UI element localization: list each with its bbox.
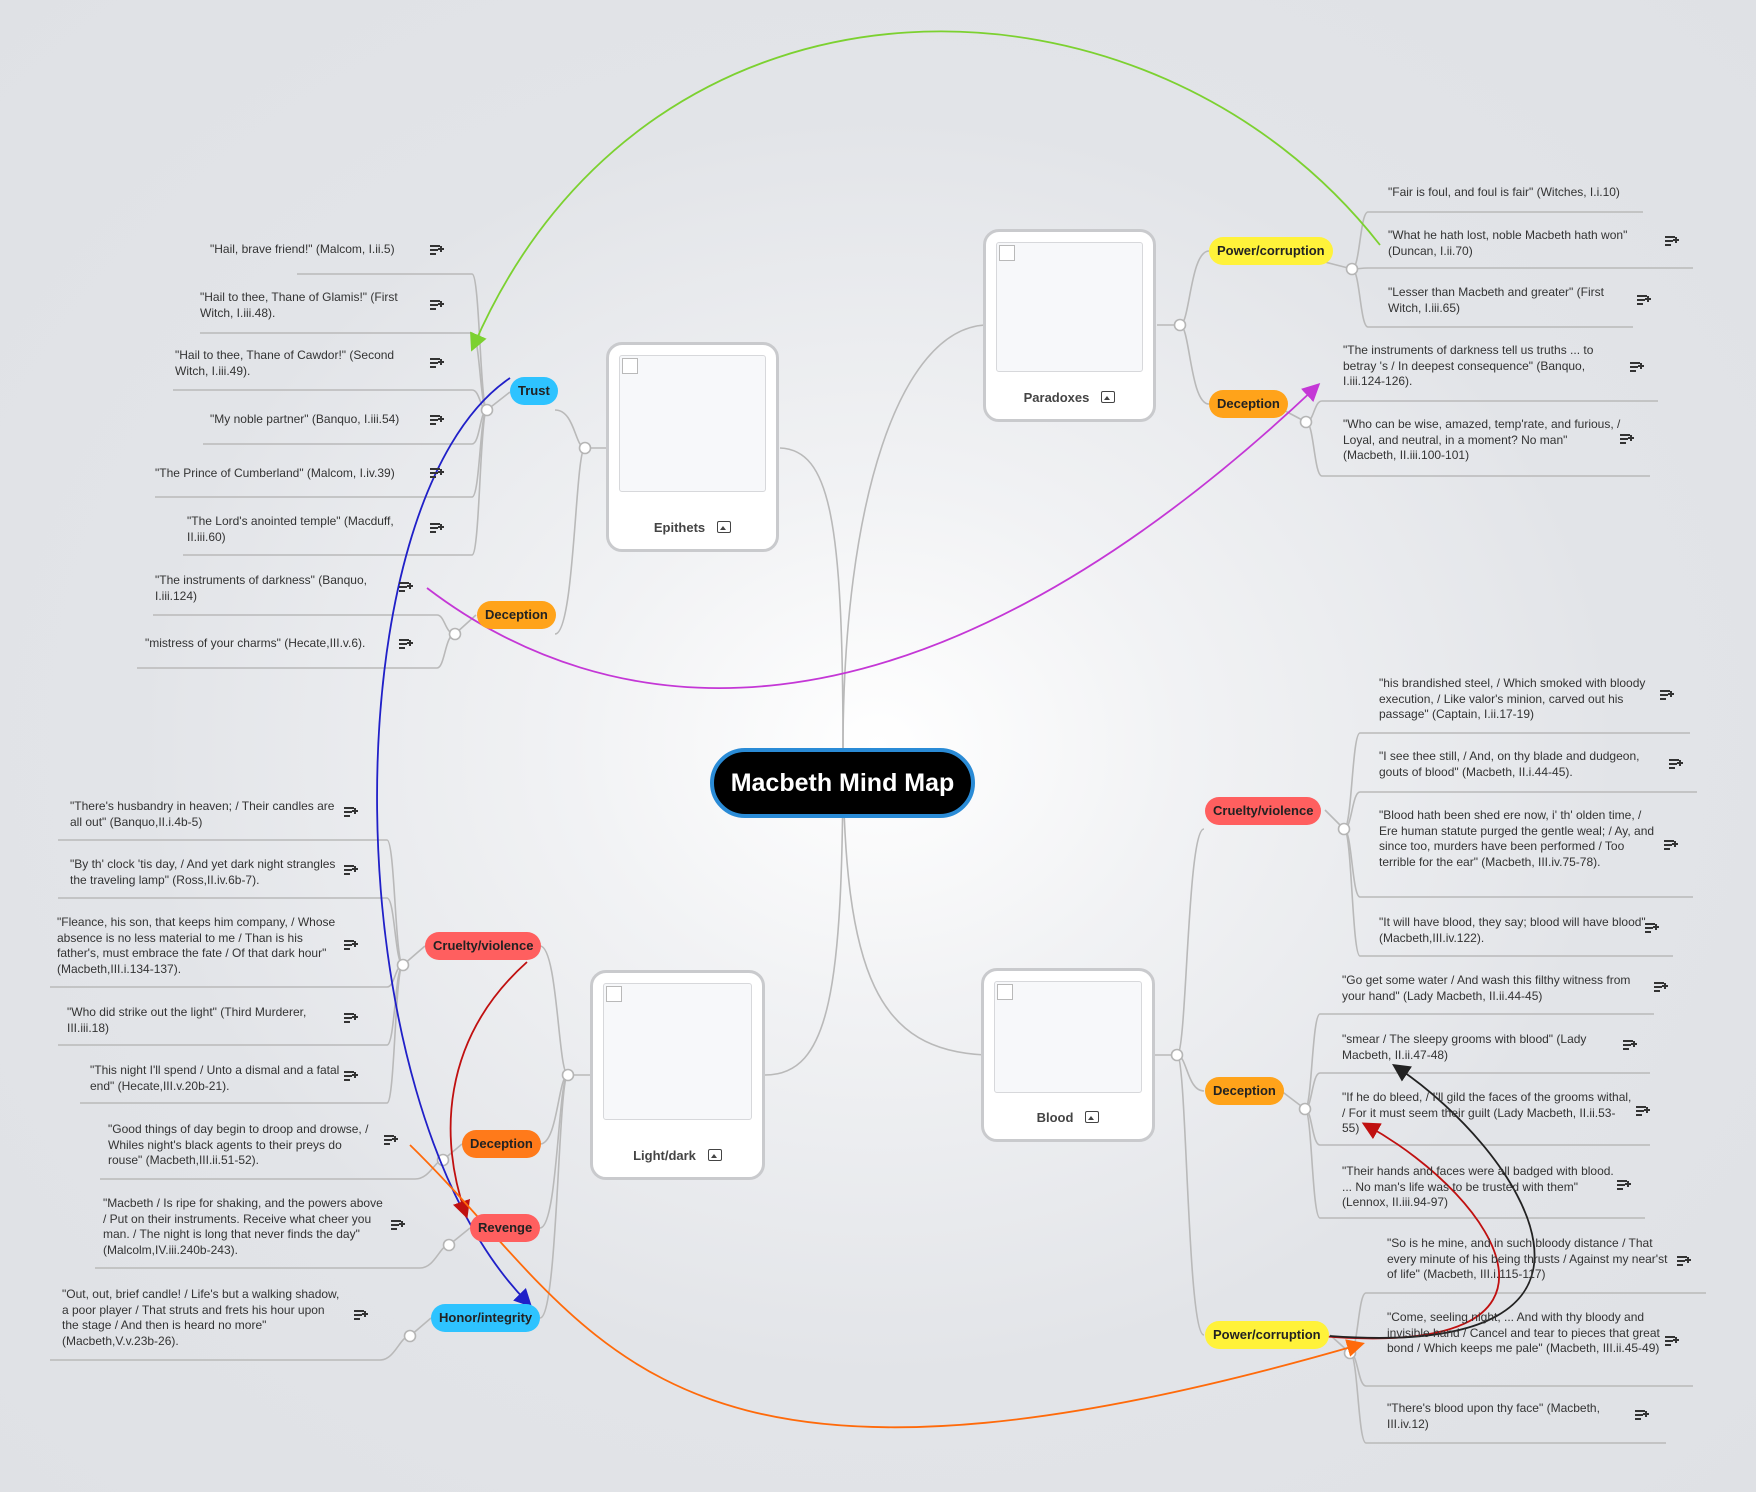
note-icon[interactable] [344,865,358,876]
subtopic-power-corruption[interactable]: Power/corruption [1205,1321,1329,1349]
subtopic-deception[interactable]: Deception [477,601,556,629]
leaf-quote[interactable]: "Hail, brave friend!" (Malcom, I.ii.5) [210,242,395,256]
image-icon[interactable] [1101,391,1116,403]
image-icon[interactable] [1085,1111,1100,1123]
note-icon[interactable] [1645,923,1659,934]
subtopic-trust[interactable]: Trust [510,377,558,405]
leaf-quote[interactable]: "This night I'll spend / Unto a dismal a… [90,1063,340,1093]
leaf-quote[interactable]: "By th' clock 'tis day, / And yet dark n… [70,857,336,887]
leaf-quote[interactable]: "The Prince of Cumberland" (Malcom, I.iv… [155,466,395,480]
note-icon[interactable] [384,1135,398,1146]
leaf-quote[interactable]: "The instruments of darkness" (Banquo, I… [155,573,367,603]
central-topic[interactable]: Macbeth Mind Map [710,748,975,818]
leaf-quote[interactable]: "Hail to thee, Thane of Glamis!" (First … [200,290,398,320]
leaf-quote[interactable]: "Blood hath been shed ere now, i' th' ol… [1379,808,1655,869]
image-icon[interactable] [707,1149,722,1161]
topic-card-light-dark[interactable]: Light/dark [590,970,765,1180]
leaf-quote[interactable]: "Good things of day begin to droop and d… [108,1122,369,1167]
card-image [603,983,752,1120]
subtopic-deception[interactable]: Deception [462,1130,541,1158]
note-icon[interactable] [430,300,444,311]
note-icon[interactable] [430,415,444,426]
note-icon[interactable] [399,582,413,593]
leaf-quote[interactable]: "Hail to thee, Thane of Cawdor!" (Second… [175,348,395,378]
note-icon[interactable] [1669,759,1683,770]
card-image [996,242,1143,372]
note-icon[interactable] [344,1013,358,1024]
leaf-quote[interactable]: "mistress of your charms" (Hecate,III.v.… [145,636,366,650]
note-icon[interactable] [1620,434,1634,445]
note-icon[interactable] [1665,236,1679,247]
note-icon[interactable] [1637,295,1651,306]
note-icon[interactable] [344,807,358,818]
leaf-quote[interactable]: "Macbeth / Is ripe for shaking, and the … [103,1196,383,1257]
image-icon[interactable] [717,521,732,533]
note-icon[interactable] [430,245,444,256]
subtopic-deception[interactable]: Deception [1205,1077,1284,1105]
subtopic-cruelty-violence[interactable]: Cruelty/violence [425,932,542,960]
subtopic-power-corruption[interactable]: Power/corruption [1209,237,1333,265]
note-icon[interactable] [1630,362,1644,373]
note-icon[interactable] [1636,1106,1650,1117]
subtopic-honor-integrity[interactable]: Honor/integrity [431,1304,541,1332]
note-icon[interactable] [1677,1256,1691,1267]
leaf-quote[interactable]: "My noble partner" (Banquo, I.iii.54) [210,412,400,426]
subtopic-revenge[interactable]: Revenge [470,1214,541,1242]
note-icon[interactable] [344,940,358,951]
leaf-quote[interactable]: "It will have blood, they say; blood wil… [1379,915,1646,945]
leaf-quote[interactable]: "If he do bleed, / I'll gild the faces o… [1342,1090,1632,1135]
note-icon[interactable] [1623,1040,1637,1051]
note-icon[interactable] [391,1220,405,1231]
leaf-quote[interactable]: "Lesser than Macbeth and greater" (First… [1388,285,1604,315]
note-icon[interactable] [1665,1336,1679,1347]
card-caption: Epithets [653,520,706,535]
leaf-quote[interactable]: "I see thee still, / And, on thy blade a… [1379,749,1640,779]
note-icon[interactable] [430,468,444,479]
note-icon[interactable] [354,1310,368,1321]
leaf-quote[interactable]: "his brandished steel, / Which smoked wi… [1379,676,1646,721]
leaf-quote[interactable]: "Fleance, his son, that keeps him compan… [57,915,336,976]
topic-card-epithets[interactable]: Epithets [606,342,779,552]
card-caption: Light/dark [633,1148,696,1163]
subtopic-cruelty-violence[interactable]: Cruelty/violence [1205,797,1322,825]
leaf-quote[interactable]: "The instruments of darkness tell us tru… [1343,343,1594,388]
leaf-quote[interactable]: "There's blood upon thy face" (Macbeth, … [1387,1401,1600,1431]
subtopic-deception[interactable]: Deception [1209,390,1288,418]
leaf-quote[interactable]: "Who can be wise, amazed, temp'rate, and… [1343,417,1621,462]
leaf-quote[interactable]: "Go get some water / And wash this filth… [1342,973,1631,1003]
leaf-quote[interactable]: "The Lord's anointed temple" (Macduff, I… [187,514,394,544]
note-icon[interactable] [1635,1410,1649,1421]
card-caption: Paradoxes [1023,390,1090,405]
leaf-quote[interactable]: "Their hands and faces were all badged w… [1342,1164,1614,1209]
leaf-quote[interactable]: "smear / The sleepy grooms with blood" (… [1342,1032,1587,1062]
topic-card-paradoxes[interactable]: Paradoxes [983,229,1156,422]
topic-card-blood[interactable]: Blood [981,968,1155,1142]
note-icon[interactable] [1617,1180,1631,1191]
note-icon[interactable] [430,523,444,534]
leaf-quote[interactable]: "So is he mine, and in such bloody dista… [1387,1236,1668,1281]
note-icon[interactable] [1654,982,1668,993]
leaf-quote[interactable]: "Come, seeling night, ... And with thy b… [1387,1310,1660,1355]
note-icon[interactable] [399,639,413,650]
card-caption: Blood [1036,1110,1074,1125]
card-image [619,355,766,492]
leaf-quote[interactable]: "Who did strike out the light" (Third Mu… [67,1005,307,1035]
card-image [994,981,1142,1093]
note-icon[interactable] [1664,840,1678,851]
note-icon[interactable] [344,1071,358,1082]
note-icon[interactable] [430,358,444,369]
note-icon[interactable] [1660,690,1674,701]
leaf-quote[interactable]: "Out, out, brief candle! / Life's but a … [62,1287,340,1348]
leaf-quote[interactable]: "What he hath lost, noble Macbeth hath w… [1388,228,1628,258]
leaf-quote[interactable]: "Fair is foul, and foul is fair" (Witche… [1388,185,1620,199]
leaf-quote[interactable]: "There's husbandry in heaven; / Their ca… [70,799,335,829]
